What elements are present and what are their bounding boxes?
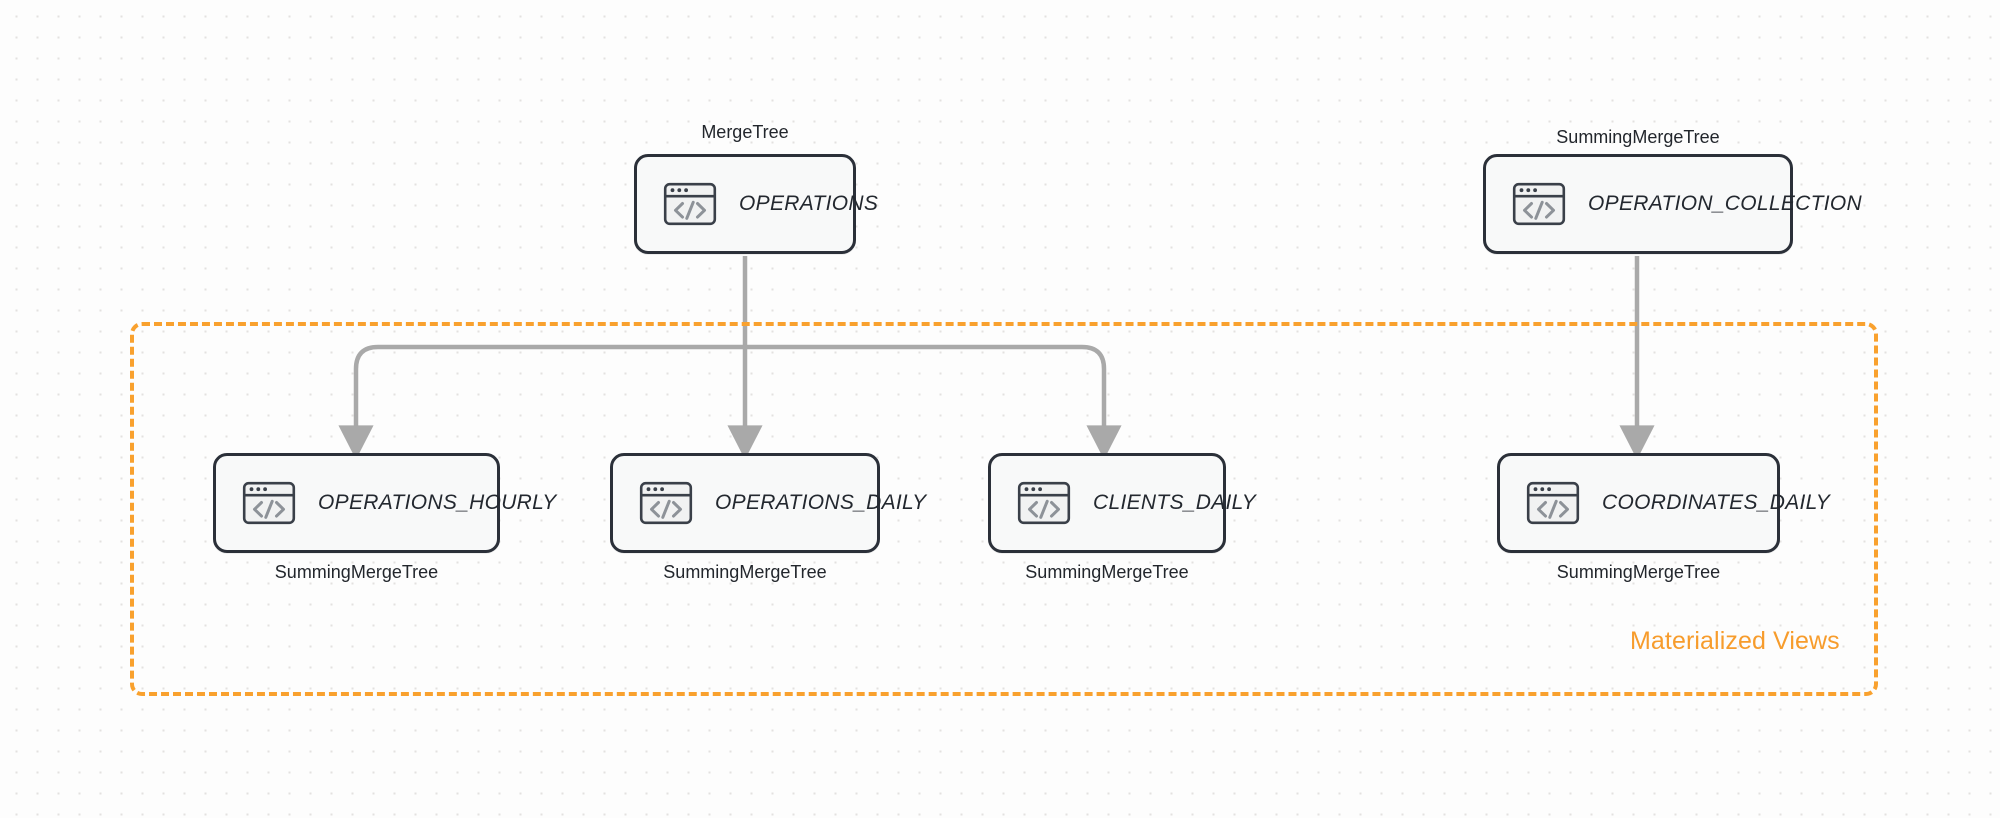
code-window-icon xyxy=(1017,479,1071,527)
code-window-icon xyxy=(1526,479,1580,527)
engine-label-operations-daily: SummingMergeTree xyxy=(663,562,827,582)
node-clients-daily[interactable]: CLIENTS_DAILY xyxy=(988,453,1256,553)
node-operations-hourly-label: OPERATIONS_HOURLY xyxy=(318,491,557,514)
engine-label-operation-collection: SummingMergeTree xyxy=(1556,127,1720,147)
node-operations-label: OPERATIONS xyxy=(739,192,879,215)
engine-label-operations: MergeTree xyxy=(701,122,789,142)
engine-label-operations-hourly: SummingMergeTree xyxy=(274,562,439,582)
node-coordinates-daily[interactable]: COORDINATES_DAILY xyxy=(1497,453,1830,553)
node-operation-collection-label: OPERATION_COLLECTION xyxy=(1588,192,1862,215)
node-operations-daily-label: OPERATIONS_DAILY xyxy=(715,491,927,514)
code-window-icon xyxy=(242,479,296,527)
engine-label-clients-daily: SummingMergeTree xyxy=(1025,562,1189,582)
node-coordinates-daily-label: COORDINATES_DAILY xyxy=(1602,491,1830,514)
materialized-views-group-label: Materialized Views xyxy=(1630,627,1840,655)
materialized-views-group xyxy=(130,322,1878,696)
node-operations-daily[interactable]: OPERATIONS_DAILY xyxy=(610,453,926,553)
code-window-icon xyxy=(663,180,717,228)
node-clients-daily-label: CLIENTS_DAILY xyxy=(1093,491,1257,514)
code-window-icon xyxy=(639,479,693,527)
node-operations-hourly[interactable]: OPERATIONS_HOURLY xyxy=(213,453,556,553)
node-operation-collection[interactable]: OPERATION_COLLECTION xyxy=(1483,154,1862,254)
node-operations[interactable]: OPERATIONS xyxy=(634,154,878,254)
code-window-icon xyxy=(1512,180,1566,228)
engine-label-coordinates-daily: SummingMergeTree xyxy=(1556,562,1721,582)
